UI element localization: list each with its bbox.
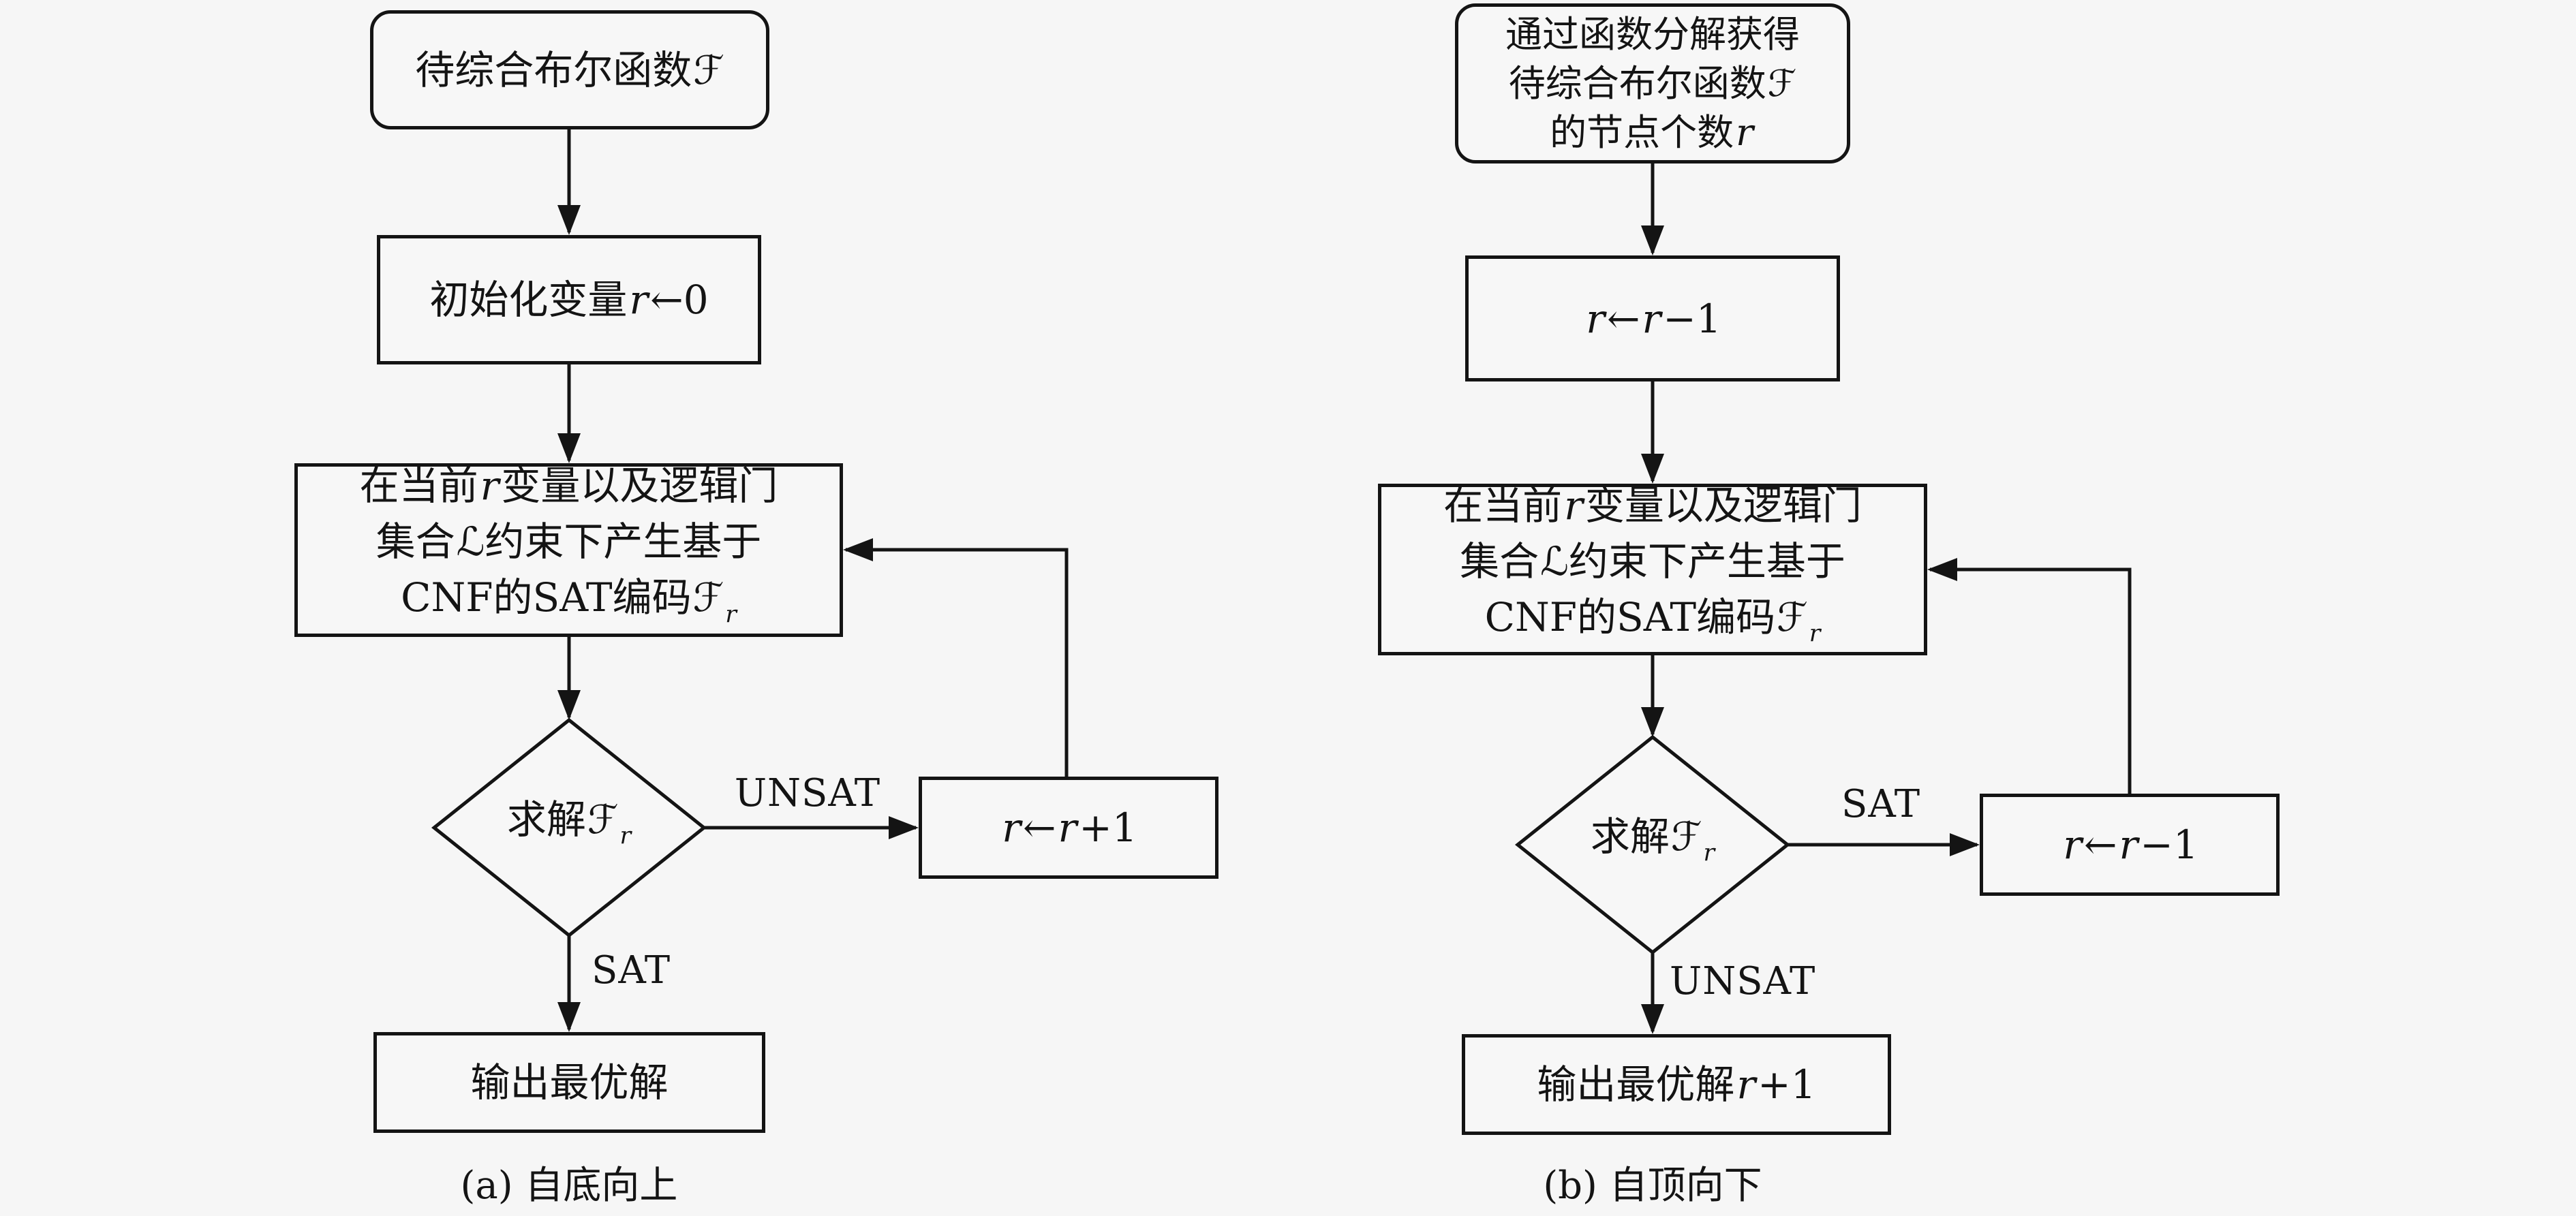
var-r: r: [1736, 110, 1753, 154]
arrow-left-loopback: [843, 538, 1069, 777]
node-text-line: 待综合布尔函数ℱ: [415, 43, 724, 97]
text-run: 通过函数分解获得: [1505, 12, 1800, 56]
edge-label-right-unsat: UNSAT: [1670, 959, 1816, 1003]
node-text-line: 待综合布尔函数ℱ: [1509, 59, 1796, 108]
text-run: 集合: [1460, 537, 1539, 584]
process-node-left-init: 初始化变量r←0: [377, 235, 761, 364]
edge-label-left-sat: SAT: [592, 948, 671, 993]
text-run: 求解: [506, 796, 586, 843]
node-text-line: 初始化变量r←0: [429, 272, 708, 327]
assign-arrow: ←: [2083, 822, 2117, 868]
text-run: 待综合布尔函数: [1508, 61, 1766, 105]
assign-arrow: ←: [650, 277, 684, 323]
decision-label-left-solve: 求解ℱr: [446, 777, 692, 879]
edge-label-right-sat: SAT: [1841, 782, 1921, 826]
terminal-node-left-output: 输出最优解: [373, 1032, 765, 1133]
decision-diamond-right: [1514, 734, 1791, 955]
process-node-left-update: r←r+1: [919, 777, 1218, 879]
node-text-line: 通过函数分解获得: [1505, 10, 1800, 59]
text-run: 约束下产生基于: [1568, 537, 1845, 584]
node-text-line: 在当前r变量以及逻辑门: [1443, 478, 1862, 533]
script-l-symbol: ℒ: [456, 518, 485, 565]
var-r: r: [2063, 822, 2082, 868]
node-text-line: CNF的SAT编码ℱr: [401, 570, 737, 642]
node-text-line: 求解ℱr: [507, 792, 631, 864]
node-text-line: 输出最优解: [470, 1055, 668, 1110]
subscript-r: r: [619, 822, 632, 850]
node-text-line: 输出最优解r+1: [1537, 1057, 1815, 1112]
var-r: r: [1736, 1061, 1756, 1108]
node-text-line: r←r−1: [2061, 817, 2198, 872]
subscript-r: r: [1809, 620, 1821, 648]
text-run: 的节点个数: [1550, 110, 1734, 154]
text-run: −1: [1663, 295, 1721, 342]
process-node-right-update: r←r−1: [1980, 794, 2280, 896]
text-run: 变量以及逻辑门: [1584, 482, 1862, 529]
edge-label-left-unsat: UNSAT: [734, 771, 881, 815]
text-run: 在当前: [359, 463, 478, 510]
process-node-right-encode: 在当前r变量以及逻辑门 集合ℒ约束下产生基于 CNF的SAT编码ℱr: [1378, 482, 1927, 655]
process-node-right-init: r←r−1: [1465, 255, 1840, 381]
text-run: 输出最优解: [1537, 1061, 1735, 1108]
text-run: CNF的SAT编码: [401, 574, 692, 621]
caption-top-down: (b) 自顶向下: [1543, 1164, 1762, 1208]
text-run: +1: [1079, 805, 1137, 851]
script-f-symbol: ℱ: [692, 574, 724, 621]
subscript-r: r: [1703, 839, 1715, 867]
assign-arrow: ←: [1022, 805, 1056, 851]
text-run: 集合: [375, 518, 455, 565]
decision-label-right-solve: 求解ℱr: [1530, 794, 1775, 896]
var-r: r: [2119, 822, 2138, 868]
script-f-symbol: ℱ: [587, 796, 619, 843]
node-text-line: 求解ℱr: [1591, 809, 1715, 881]
arrow-right-loopback: [1927, 558, 2132, 794]
text-run: 求解: [1590, 813, 1670, 860]
text-run: +1: [1758, 1061, 1816, 1108]
var-r: r: [1586, 295, 1605, 342]
text-run: 输出最优解: [470, 1059, 669, 1106]
text-run: 初始化变量: [429, 277, 628, 323]
var-r: r: [1642, 295, 1661, 342]
node-text-line: 集合ℒ约束下产生基于: [1460, 533, 1845, 589]
var-r: r: [480, 463, 500, 510]
terminal-node-right-output: 输出最优解r+1: [1462, 1034, 1891, 1135]
var-r: r: [1564, 482, 1583, 529]
node-text-line: r←r+1: [1000, 800, 1137, 855]
terminal-node-left-start: 待综合布尔函数ℱ: [370, 10, 769, 129]
text-run: CNF的SAT编码: [1484, 593, 1776, 640]
text-run: 约束下产生基于: [485, 518, 762, 565]
var-r: r: [1058, 805, 1077, 851]
text-run: 在当前: [1443, 482, 1563, 529]
script-f-symbol: ℱ: [693, 46, 724, 93]
script-l-symbol: ℒ: [1540, 537, 1569, 584]
caption-bottom-up: (a) 自底向上: [460, 1164, 678, 1208]
text-run: −1: [2140, 822, 2198, 868]
var-r: r: [629, 277, 649, 323]
var-r: r: [1002, 805, 1021, 851]
text-run: 0: [683, 277, 709, 323]
node-text-line: 的节点个数r: [1550, 108, 1755, 157]
assign-arrow: ←: [1606, 295, 1640, 342]
terminal-node-right-start: 通过函数分解获得 待综合布尔函数ℱ 的节点个数r: [1455, 3, 1850, 163]
process-node-left-encode: 在当前r变量以及逻辑门 集合ℒ约束下产生基于 CNF的SAT编码ℱr: [294, 463, 843, 637]
node-text-line: 集合ℒ约束下产生基于: [376, 514, 762, 570]
script-f-symbol: ℱ: [1777, 593, 1808, 640]
node-text-line: 在当前r变量以及逻辑门: [360, 458, 778, 514]
script-f-symbol: ℱ: [1767, 61, 1797, 105]
node-text-line: CNF的SAT编码ℱr: [1485, 589, 1821, 662]
decision-diamond-left: [431, 717, 707, 938]
text-run: 待综合布尔函数: [415, 46, 692, 93]
subscript-r: r: [725, 600, 737, 628]
script-f-symbol: ℱ: [1670, 813, 1702, 860]
text-run: 变量以及逻辑门: [501, 463, 778, 510]
node-text-line: r←r−1: [1584, 292, 1721, 346]
